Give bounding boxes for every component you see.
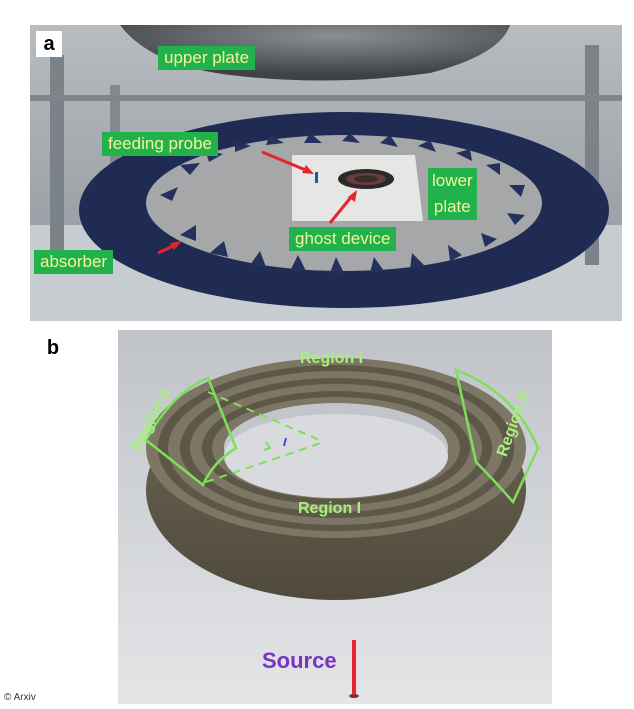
lower-plate-label-line2: plate <box>433 197 471 216</box>
panel-letter-b: b <box>46 336 60 359</box>
absorber-label: absorber <box>34 250 114 274</box>
panel-a-photo: a upper plate feeding probe lower plate … <box>30 25 622 321</box>
region-i-top-label: Region I <box>300 350 364 367</box>
setup-photo-illustration <box>30 25 622 321</box>
source-label: Source <box>262 648 337 673</box>
panel-letter-a: a <box>36 31 62 57</box>
feeding-probe-label: feeding probe <box>102 132 218 156</box>
ghost-device-label: ghost device <box>289 227 397 251</box>
lower-plate-label: lower plate <box>428 168 477 220</box>
lower-plate-label-line1: lower <box>432 171 473 190</box>
credit-text: © Arxiv <box>2 692 38 703</box>
upper-plate-label: upper plate <box>158 46 256 70</box>
panel-b-render: Region I Region I Region II Region II So… <box>118 330 552 704</box>
device-render-illustration <box>118 330 552 704</box>
region-i-bottom-label: Region I <box>298 500 362 517</box>
